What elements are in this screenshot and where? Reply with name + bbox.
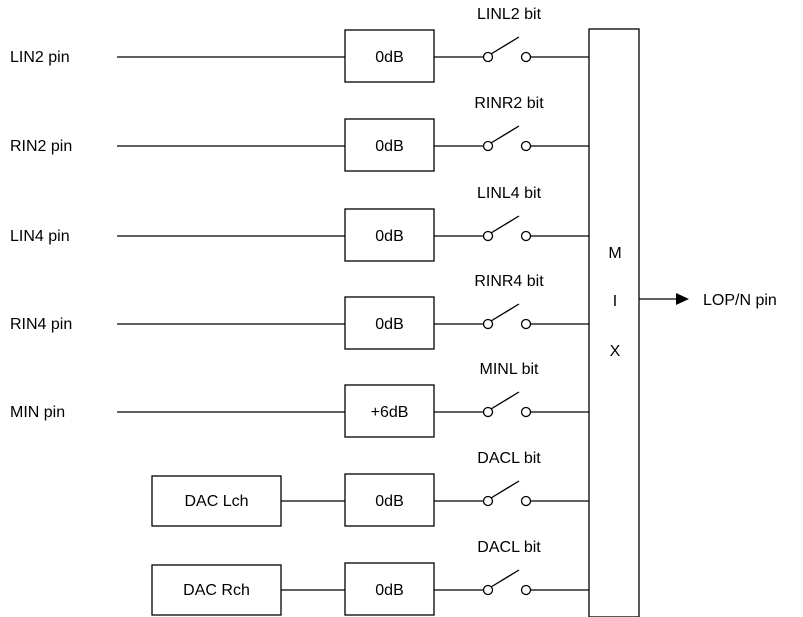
row-5-input-label: MIN pin xyxy=(10,404,65,421)
row-7-source-label: DAC Rch xyxy=(183,582,250,599)
row-4-switch-contact-right xyxy=(520,318,532,330)
row-4-switch-label: RINR4 bit xyxy=(474,273,544,290)
row-5-switch-contact-left xyxy=(482,406,494,418)
row-4-switch-contact-left xyxy=(482,318,494,330)
row-3-switch-lever xyxy=(490,215,520,234)
row-4-switch-lever xyxy=(490,303,520,322)
row-7-gain-label: 0dB xyxy=(375,582,403,599)
row-1-switch-label: LINL2 bit xyxy=(477,6,542,23)
row-2-gain-label: 0dB xyxy=(375,138,403,155)
row-1-gain-block xyxy=(344,29,435,83)
mixer-letter-m: M xyxy=(608,245,621,262)
mixer-letter-i: I xyxy=(613,293,617,310)
row-5-switch-lever xyxy=(490,391,520,410)
row-6-source-label: DAC Lch xyxy=(184,493,248,510)
mixer-letter-x: X xyxy=(610,343,621,360)
row-6-switch-contact-left xyxy=(482,495,494,507)
row-1-switch-contact-left xyxy=(482,51,494,63)
row-1-gain-label: 0dB xyxy=(375,49,403,66)
row-1-input-label: LIN2 pin xyxy=(10,49,70,66)
row-6-switch-label: DACL bit xyxy=(477,450,541,467)
row-7-switch-contact-right xyxy=(520,584,532,596)
row-6-source-block xyxy=(151,475,282,527)
row-5-gain-label: +6dB xyxy=(371,404,409,421)
row-6-gain-label: 0dB xyxy=(375,493,403,510)
row-7-switch-lever xyxy=(490,569,520,588)
row-3-gain-label: 0dB xyxy=(375,228,403,245)
row-3-switch-contact-right xyxy=(520,230,532,242)
output-label: LOP/N pin xyxy=(703,292,777,309)
row-5-switch-contact-right xyxy=(520,406,532,418)
row-3-switch-label: LINL4 bit xyxy=(477,185,542,202)
row-6-switch-lever xyxy=(490,480,520,499)
row-2-gain-block xyxy=(344,118,435,172)
row-7-switch-contact-left xyxy=(482,584,494,596)
row-4-input-label: RIN4 pin xyxy=(10,316,72,333)
row-3-gain-block xyxy=(344,208,435,262)
row-7-source-block xyxy=(151,564,282,616)
mixer-block xyxy=(588,28,640,617)
row-7-switch-label: DACL bit xyxy=(477,539,541,556)
row-2-switch-label: RINR2 bit xyxy=(474,95,544,112)
row-2-input-label: RIN2 pin xyxy=(10,138,72,155)
row-4-gain-block xyxy=(344,296,435,350)
row-1-switch-lever xyxy=(490,36,520,55)
row-7-gain-block xyxy=(344,562,435,616)
row-2-switch-contact-left xyxy=(482,140,494,152)
row-6-gain-block xyxy=(344,473,435,527)
row-1-switch-contact-right xyxy=(520,51,532,63)
row-5-switch-label: MINL bit xyxy=(480,361,540,378)
row-2-switch-contact-right xyxy=(520,140,532,152)
row-6-switch-contact-right xyxy=(520,495,532,507)
output-arrowhead xyxy=(676,293,689,305)
row-4-gain-label: 0dB xyxy=(375,316,403,333)
row-3-input-label: LIN4 pin xyxy=(10,228,70,245)
row-5-gain-block xyxy=(344,384,435,438)
row-3-switch-contact-left xyxy=(482,230,494,242)
row-2-switch-lever xyxy=(490,125,520,144)
